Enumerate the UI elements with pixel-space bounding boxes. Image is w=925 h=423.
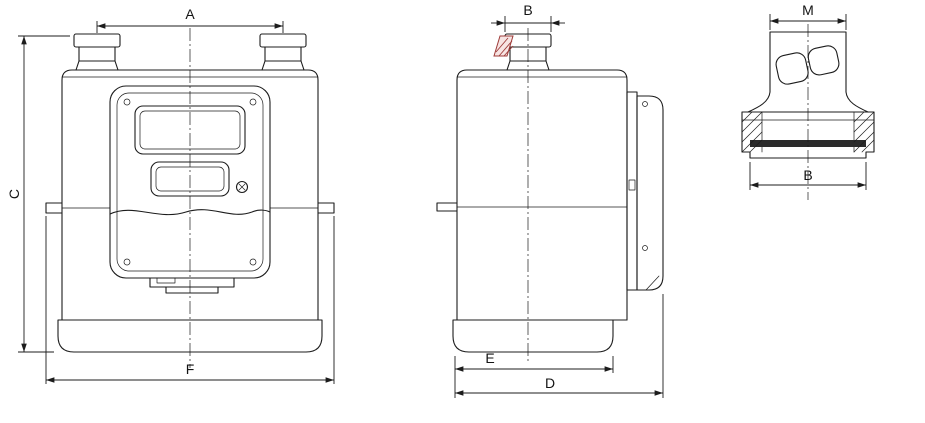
dimension-d: D [455, 294, 664, 398]
dimension-a: A [96, 6, 284, 33]
dimension-m: M [769, 2, 847, 30]
dimension-b-fitting: B [749, 162, 867, 190]
panel-screw [249, 98, 257, 106]
dim-label-m: M [802, 2, 814, 18]
mount-cover [636, 95, 664, 291]
side-bracket [436, 202, 458, 212]
panel-latch [149, 277, 235, 288]
front-view: A C F [6, 6, 335, 384]
dim-label-b-fitting: B [803, 167, 812, 183]
dim-label-f: F [186, 361, 195, 377]
mount-plate [626, 91, 638, 291]
front-bracket [45, 202, 335, 214]
dim-label-d: D [545, 375, 555, 391]
front-right-pipe-fitting [259, 33, 307, 71]
flange-outline [741, 111, 875, 159]
panel-screw [249, 258, 257, 266]
nut-face [807, 45, 840, 76]
fitting-detail-view: M B [741, 2, 875, 200]
dimension-b-side: B [491, 2, 565, 32]
dimension-c: C [6, 35, 70, 353]
panel-screw [123, 258, 131, 266]
dimension-f: F [45, 216, 335, 384]
dim-label-c: C [6, 189, 22, 199]
seal-mark [493, 35, 514, 57]
panel-wave [109, 209, 271, 216]
dimension-e: E [454, 350, 614, 398]
dim-label-a: A [185, 6, 195, 22]
dim-label-b-side: B [523, 2, 532, 18]
section-hatch [741, 111, 875, 153]
side-body-outline [456, 69, 628, 321]
dim-label-e: E [485, 350, 494, 366]
side-view: B E D [436, 2, 664, 398]
side-base [452, 319, 614, 353]
nut-face [775, 52, 809, 85]
gasket-band [750, 140, 866, 147]
mount-screw [642, 101, 648, 107]
mount-screw [642, 245, 648, 251]
panel-button [235, 180, 249, 194]
front-left-pipe-fitting [73, 33, 121, 71]
front-base [57, 319, 323, 353]
panel-screw [123, 98, 131, 106]
